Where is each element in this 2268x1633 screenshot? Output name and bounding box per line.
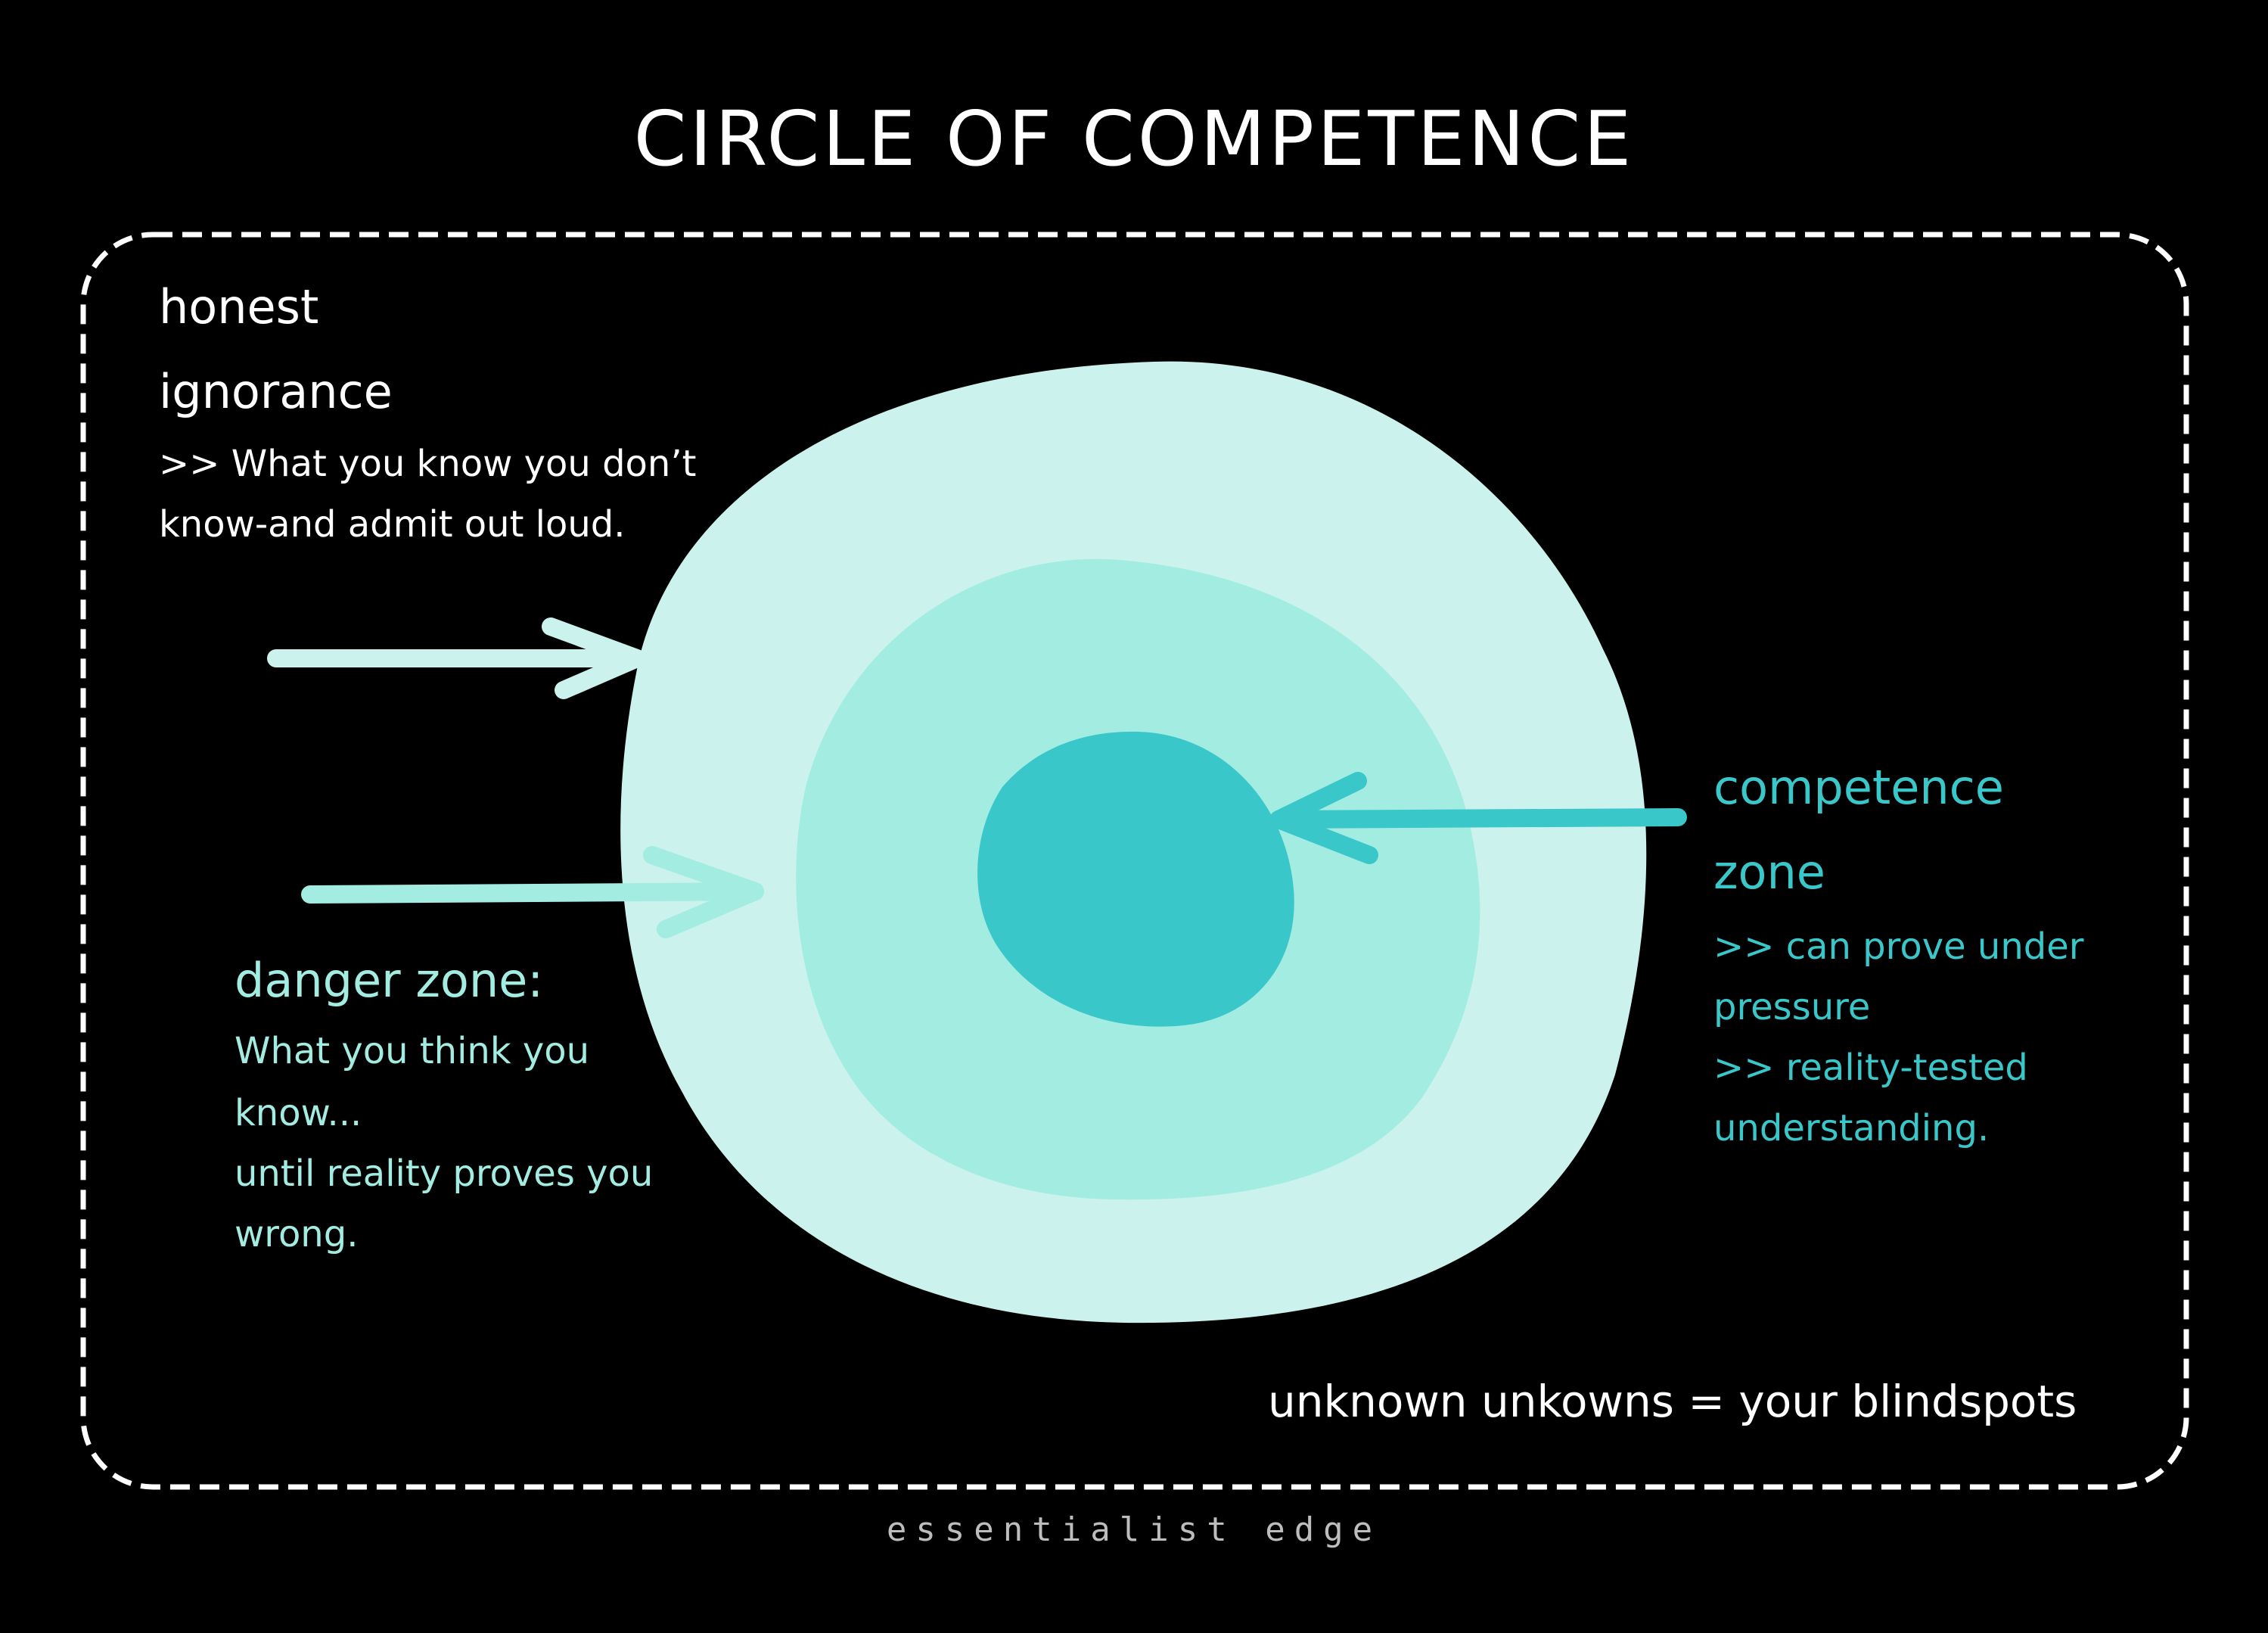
danger-zone-desc-line2: know... [235, 1092, 362, 1134]
competence-zone-desc-line2: pressure [1713, 986, 1871, 1028]
page-title: CIRCLE OF COMPETENCE [633, 95, 1635, 183]
competence-zone-heading-line1: competence [1713, 760, 2004, 815]
honest-ignorance-desc-line1: >> What you know you don’t [159, 443, 697, 485]
competence-zone-desc-line1: >> can prove under [1713, 925, 2084, 968]
competence-zone-heading-line2: zone [1713, 844, 1825, 900]
honest-ignorance-desc-line2: know-and admit out loud. [159, 503, 626, 546]
danger-zone-desc-line3: until reality proves you [235, 1152, 654, 1195]
competence-zone-desc-line4: understanding. [1713, 1107, 1990, 1149]
arrow-competence-zone [1269, 772, 1687, 864]
arrow-danger-zone [301, 846, 764, 938]
honest-ignorance-heading-line2: ignorance [159, 364, 393, 419]
brand-label: essentialist edge [886, 1510, 1382, 1549]
blindspots-label: unknown unkowns = your blindspots [1268, 1376, 2077, 1427]
honest-ignorance-heading-line1: honest [159, 279, 319, 334]
danger-zone-desc-line1: What you think you [235, 1030, 590, 1072]
blindspots-frame [80, 232, 2189, 1490]
arrow-honest-ignorance [267, 617, 646, 699]
core-competence-zone [977, 731, 1294, 1027]
competence-zone-desc-line3: >> reality-tested [1713, 1047, 2028, 1089]
danger-zone-heading: danger zone: [235, 953, 544, 1008]
danger-zone-desc-line4: wrong. [235, 1213, 359, 1255]
